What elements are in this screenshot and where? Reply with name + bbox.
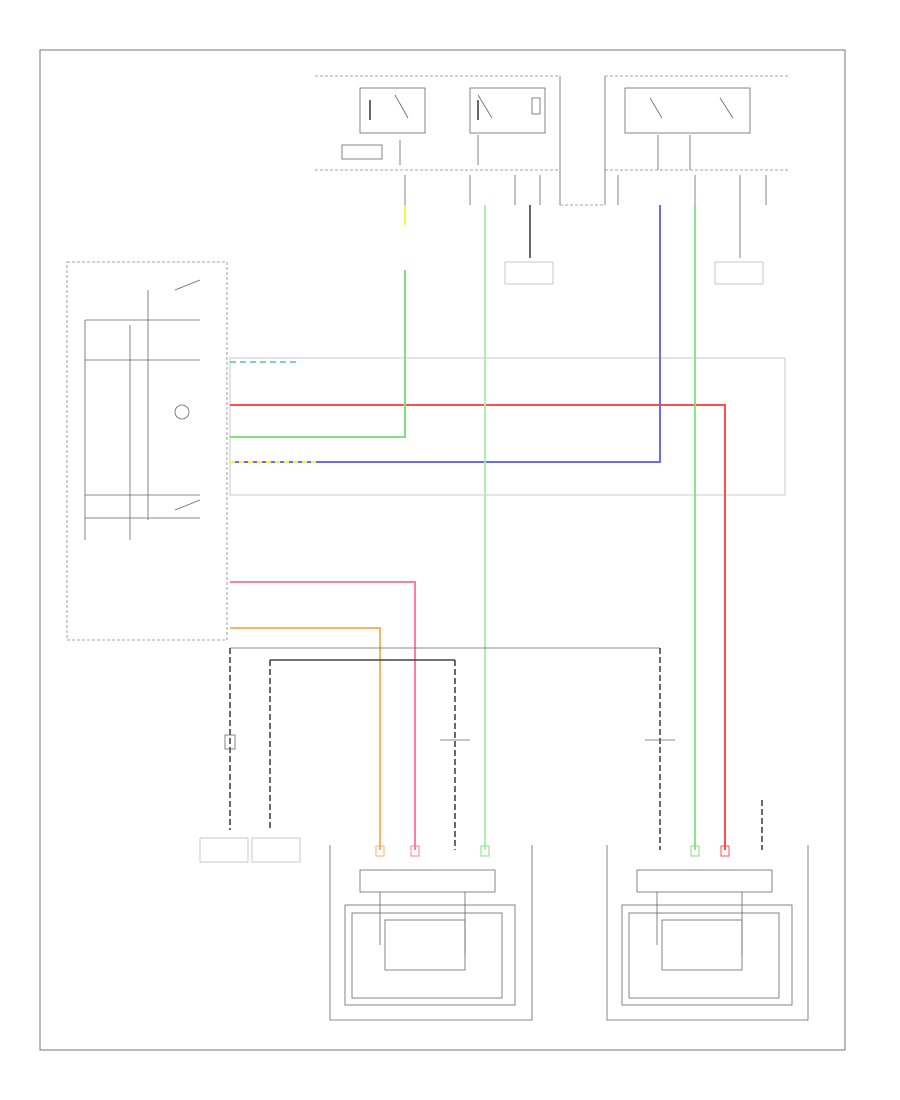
ground-label-left-top bbox=[504, 261, 554, 285]
relay-1 bbox=[359, 87, 426, 134]
wire-green-switch bbox=[230, 205, 406, 438]
relay-2-coil bbox=[531, 97, 541, 115]
relay-1-switch bbox=[394, 94, 409, 119]
relay-3-switch-a bbox=[649, 97, 663, 119]
wire-blue bbox=[230, 205, 661, 463]
wire-red bbox=[230, 404, 726, 850]
harness-outline bbox=[229, 357, 786, 496]
left-seat-heater-inner bbox=[351, 912, 503, 999]
relay-1-coil bbox=[341, 144, 383, 160]
ground-label-right-top bbox=[714, 261, 764, 285]
right-seat-module bbox=[606, 845, 809, 1021]
diagram-border bbox=[39, 49, 846, 1051]
switch-bottom-contact bbox=[174, 499, 201, 511]
wire-orange bbox=[230, 627, 381, 850]
left-seat-controller bbox=[359, 869, 496, 893]
left-seat-heater-assembly bbox=[344, 904, 516, 1006]
relay-2-switch bbox=[477, 94, 493, 119]
indicator-lamp bbox=[174, 404, 190, 420]
relay-3-switch-b bbox=[719, 97, 734, 119]
switch-top-contact bbox=[174, 279, 201, 291]
right-seat-controller bbox=[636, 869, 773, 893]
left-seat-heater-element bbox=[384, 919, 466, 971]
relay-2 bbox=[469, 87, 546, 134]
relay-3 bbox=[624, 87, 751, 134]
top-connector-pins bbox=[404, 175, 767, 205]
left-seat-module bbox=[329, 845, 533, 1021]
right-seat-heater-inner bbox=[628, 912, 780, 999]
switch-block bbox=[66, 261, 228, 641]
module-entry-markers bbox=[375, 845, 730, 857]
wire-pink bbox=[230, 581, 416, 850]
sensor-connectors bbox=[224, 734, 675, 750]
ground-label-bottom-2 bbox=[251, 837, 301, 863]
right-seat-heater-element bbox=[661, 919, 743, 971]
right-seat-heater-assembly bbox=[621, 904, 793, 1006]
ground-label-bottom-1 bbox=[199, 837, 249, 863]
